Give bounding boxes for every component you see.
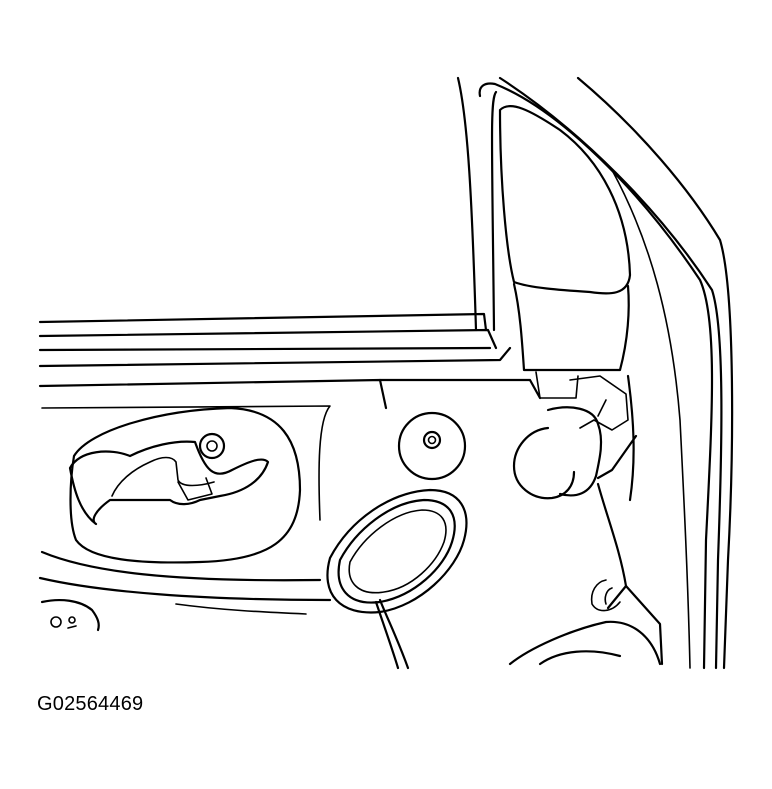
figure-id-label: G02564469 (37, 693, 144, 715)
belt-molding (38, 312, 542, 521)
lower-latch-area (508, 482, 664, 666)
wire-grommet (326, 488, 468, 670)
screw-hole (397, 411, 467, 481)
lower-left-clip (40, 599, 307, 632)
plug-grommet (512, 374, 638, 502)
door-frame (456, 76, 734, 670)
mirror-mount (498, 105, 632, 399)
door-handle-recess (38, 406, 332, 602)
